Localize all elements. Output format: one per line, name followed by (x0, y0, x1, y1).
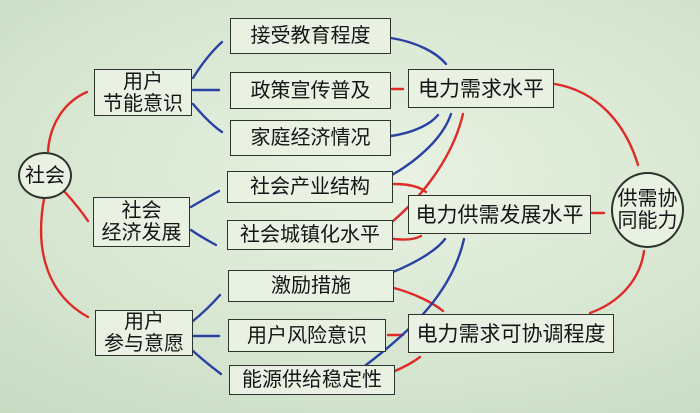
node-family-economy-label: 家庭经济情况 (250, 127, 371, 149)
node-social-economic-dev: 社会 经济发展 (93, 197, 190, 247)
edge-user-energy-awareness-to-education-level (191, 40, 224, 80)
edge-incentive-measures-to-demand-coordination-degree (392, 286, 445, 313)
node-user-participation-line2: 参与意愿 (104, 333, 184, 355)
node-energy-supply-stability-label: 能源供给稳定性 (242, 369, 382, 391)
node-industry-structure: 社会产业结构 (227, 171, 393, 203)
node-demand-coordination-degree: 电力需求可协调程度 (408, 314, 614, 353)
node-supply-demand-dev-level-label: 电力供需发展水平 (415, 202, 584, 227)
node-demand-coordination-degree-label: 电力需求可协调程度 (416, 321, 606, 346)
node-supply-demand-dev-level: 电力供需发展水平 (408, 195, 591, 234)
edge-urbanization-level-to-supply-demand-dev-level (392, 234, 423, 241)
edge-user-participation-to-energy-supply-stability (191, 349, 223, 376)
node-industry-structure-label: 社会产业结构 (250, 176, 370, 198)
node-education-level: 接受教育程度 (230, 18, 391, 54)
node-coordination-capability-line1: 供需协 (617, 188, 678, 210)
node-urbanization-level-label: 社会城镇化水平 (240, 224, 380, 246)
edge-society-to-user-participation (39, 197, 90, 319)
edge-user-energy-awareness-to-family-economy (191, 102, 224, 134)
edge-energy-supply-stability-to-supply-demand-dev-level (364, 237, 466, 367)
edge-demand-coordination-degree-to-coordination-capability (588, 249, 646, 315)
node-society: 社会 (18, 152, 72, 199)
edge-family-economy-to-power-demand-level (389, 113, 440, 138)
node-user-participation: 用户 参与意愿 (95, 310, 193, 356)
node-user-energy-awareness: 用户 节能意识 (94, 69, 192, 116)
edge-social-economic-dev-to-industry-structure (189, 189, 221, 209)
node-social-economic-dev-line2: 经济发展 (101, 222, 182, 244)
node-power-demand-level: 电力需求水平 (408, 69, 554, 108)
node-coordination-capability-line2: 同能力 (617, 210, 678, 232)
node-incentive-measures: 激励措施 (228, 270, 394, 302)
edge-industry-structure-to-power-demand-level (390, 112, 453, 177)
node-user-participation-line1: 用户 (124, 311, 164, 333)
node-risk-awareness: 用户风险意识 (228, 319, 386, 352)
node-policy-promotion-label: 政策宣传普及 (250, 79, 371, 102)
edge-user-participation-to-incentive-measures (191, 293, 222, 323)
edge-industry-structure-to-supply-demand-dev-level (392, 182, 428, 194)
node-energy-supply-stability: 能源供给稳定性 (229, 365, 395, 395)
edge-society-to-social-economic-dev (62, 189, 90, 223)
node-risk-awareness-label: 用户风险意识 (247, 324, 367, 347)
node-user-energy-awareness-line1: 用户 (123, 70, 163, 93)
node-family-economy: 家庭经济情况 (230, 120, 391, 156)
edge-social-economic-dev-to-urbanization-level (189, 228, 218, 247)
edge-urbanization-level-to-power-demand-level (391, 112, 465, 223)
node-education-level-label: 接受教育程度 (250, 25, 371, 47)
node-user-energy-awareness-line2: 节能意识 (103, 92, 183, 115)
node-urbanization-level: 社会城镇化水平 (227, 220, 393, 250)
edge-energy-supply-stability-to-demand-coordination-degree (393, 355, 422, 373)
node-coordination-capability: 供需协 同能力 (611, 172, 684, 248)
node-social-economic-dev-line1: 社会 (121, 200, 162, 222)
edge-education-level-to-power-demand-level (389, 36, 448, 66)
node-policy-promotion: 政策宣传普及 (230, 72, 391, 109)
node-power-demand-level-label: 电力需求水平 (418, 76, 544, 101)
edge-power-demand-level-to-coordination-capability (553, 82, 640, 167)
node-society-label: 社会 (25, 164, 65, 187)
edge-incentive-measures-to-supply-demand-dev-level (391, 237, 447, 274)
edge-society-to-user-energy-awareness (46, 90, 89, 153)
node-incentive-measures-label: 激励措施 (271, 275, 351, 297)
